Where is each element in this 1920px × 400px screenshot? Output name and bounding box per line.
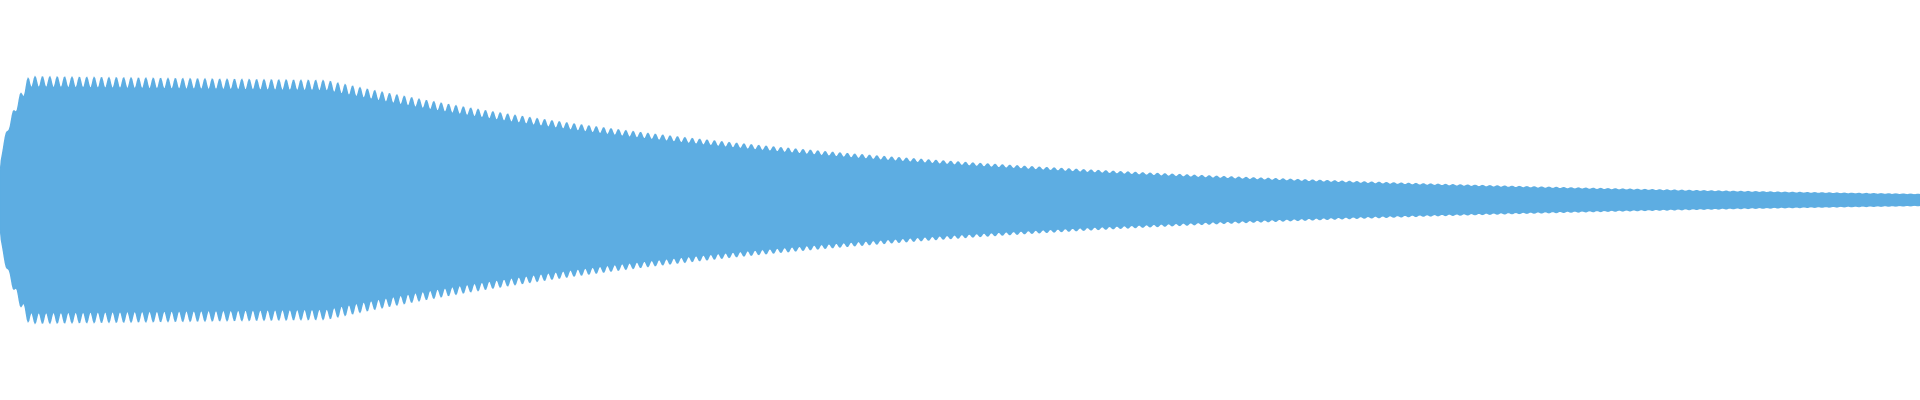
waveform-fill (0, 75, 1920, 325)
